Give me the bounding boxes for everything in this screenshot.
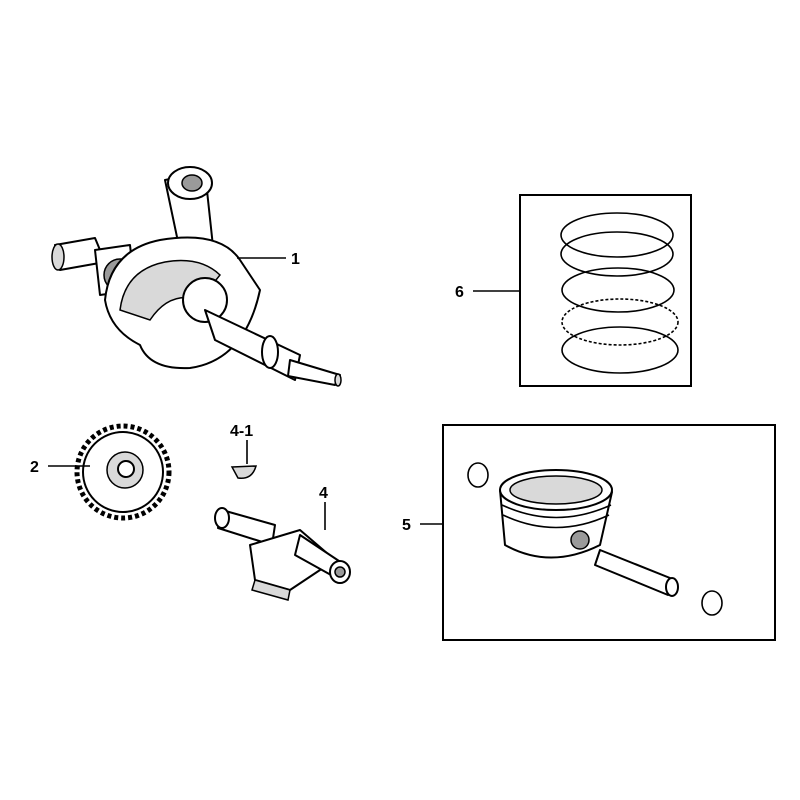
drive-gear[interactable] bbox=[74, 423, 172, 521]
crankshaft-assembly[interactable] bbox=[51, 166, 342, 387]
callout-1: 1 bbox=[291, 251, 300, 268]
callout-6: 6 bbox=[455, 284, 464, 301]
piston-box bbox=[442, 424, 776, 641]
callout-4: 4 bbox=[319, 485, 328, 502]
callout-4-1: 4-1 bbox=[230, 423, 253, 440]
balancer-shaft[interactable] bbox=[214, 507, 351, 601]
piston-pin-clip-right bbox=[701, 590, 723, 616]
piston-pin-clip-left bbox=[467, 462, 489, 488]
callout-5: 5 bbox=[402, 517, 411, 534]
callout-2: 2 bbox=[30, 459, 39, 476]
piston-ring-set[interactable] bbox=[560, 212, 679, 374]
piston-assembly[interactable] bbox=[467, 462, 723, 616]
woodruff-key[interactable] bbox=[230, 465, 258, 479]
